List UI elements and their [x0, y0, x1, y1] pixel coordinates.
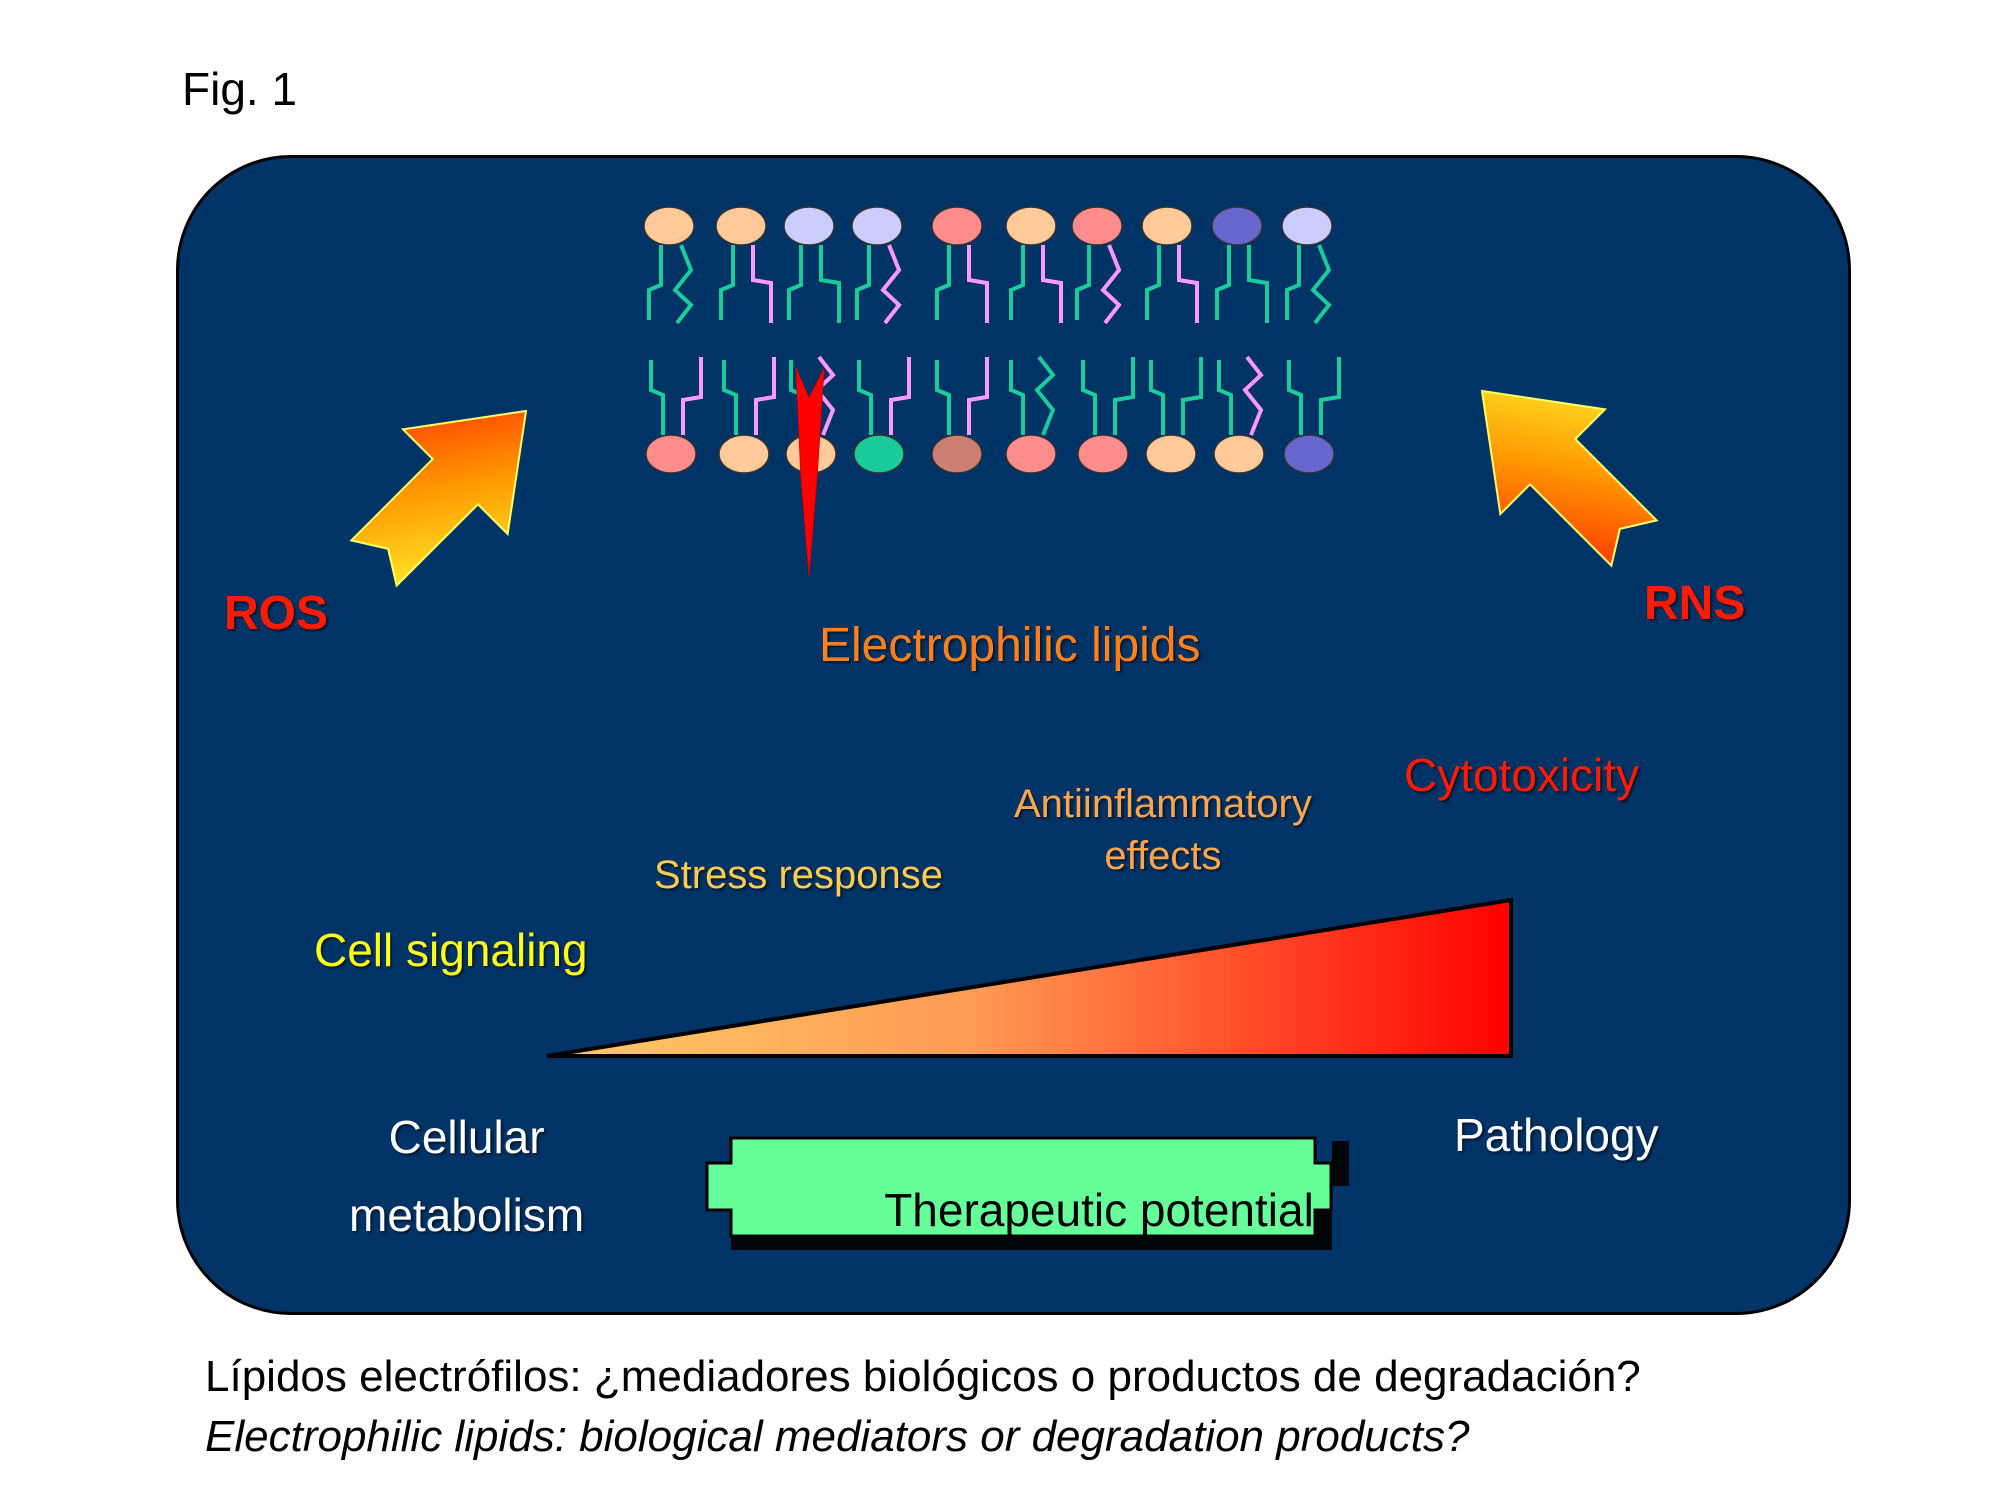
lipid-head-top — [1141, 206, 1193, 246]
lipid-tail — [1242, 355, 1264, 436]
diagram-graphics — [349, 206, 1659, 1250]
ros-arrow — [349, 409, 528, 588]
lipid-tail — [1009, 245, 1025, 320]
lipid-tail — [1217, 360, 1233, 435]
lipid-tail — [1215, 245, 1231, 320]
lipid-head-bottom — [1283, 434, 1335, 474]
pathology-label: Pathology — [1454, 1109, 1659, 1161]
lipid-head-top — [1281, 206, 1333, 246]
lipid-head-bottom — [1213, 434, 1265, 474]
lipid-tail — [880, 244, 902, 325]
intensity-wedge-fill — [546, 897, 1513, 1058]
rns-arrow — [1480, 389, 1659, 568]
lipid-tail — [1113, 357, 1135, 435]
cell-signaling-label: Cell signaling — [314, 924, 588, 976]
electrophilic-spike — [795, 367, 825, 577]
lipid-head-bottom — [1077, 434, 1129, 474]
lipid-head-bottom — [1145, 434, 1197, 474]
lipid-tail — [935, 360, 951, 435]
lipid-head-top — [643, 206, 695, 246]
lipid-tail — [935, 245, 951, 320]
lipid-tail — [1181, 357, 1203, 435]
lipid-head-bottom — [931, 434, 983, 474]
lipid-heads-bottom — [645, 434, 1335, 474]
lipid-tail — [889, 357, 911, 435]
lipid-tail — [1009, 360, 1025, 435]
lipid-tail — [1310, 244, 1332, 325]
cellular-metabolism-label: Cellular metabolism — [349, 1098, 584, 1254]
lipid-head-top — [1211, 206, 1263, 246]
lipid-tail — [819, 245, 841, 323]
lipid-tail — [722, 360, 738, 435]
lipid-head-top — [851, 206, 903, 246]
caption-english: Electrophilic lipids: biological mediato… — [205, 1412, 1470, 1461]
cellular-metabolism-line2: metabolism — [349, 1189, 585, 1241]
antiinflammatory-line1: Antiinflammatory — [1014, 782, 1312, 826]
lipid-tail — [967, 357, 989, 435]
lipid-tail — [1287, 360, 1303, 435]
lipid-tail — [1041, 245, 1063, 323]
lipid-head-top — [931, 206, 983, 246]
electrophilic-lipids-label: Electrophilic lipids — [819, 619, 1201, 672]
lipid-tail — [1081, 360, 1097, 435]
figure-label: Fig. 1 — [182, 63, 298, 115]
lipid-tail — [681, 357, 703, 435]
lipid-head-bottom — [853, 434, 905, 474]
lipid-tail — [1034, 355, 1056, 436]
lipid-head-top — [1071, 206, 1123, 246]
lipid-tail — [1149, 360, 1165, 435]
lipid-head-top — [715, 206, 767, 246]
lipid-tail — [787, 245, 803, 320]
lipid-tail — [754, 357, 776, 435]
antiinflammatory-line2: effects — [1104, 834, 1222, 878]
lipid-tail — [751, 245, 773, 323]
lipid-tail — [672, 244, 694, 325]
lipid-heads-top — [643, 206, 1333, 246]
lipid-tail — [1247, 245, 1269, 323]
lipid-tail — [967, 245, 989, 323]
therapeutic-box-fill[interactable] — [705, 1136, 1333, 1238]
ros-label: ROS — [224, 587, 329, 640]
lipid-tail — [719, 245, 735, 320]
cellular-metabolism-line1: Cellular — [388, 1111, 545, 1163]
lipid-tail — [855, 245, 871, 320]
diagram-panel: ROS RNS Electrophilic lipids Cytotoxicit… — [176, 155, 1851, 1315]
lipid-head-top — [783, 206, 835, 246]
antiinflammatory-label: Antiinflammatory effects — [1014, 778, 1312, 882]
lipid-head-bottom — [718, 434, 770, 474]
lipid-tail — [1319, 357, 1341, 435]
lipid-tail — [647, 245, 663, 320]
rns-label: RNS — [1644, 577, 1746, 630]
lipid-head-top — [1005, 206, 1057, 246]
lipid-tail — [649, 360, 665, 435]
cytotoxicity-label: Cytotoxicity — [1404, 749, 1640, 801]
lipid-tails — [647, 244, 1341, 436]
lipid-tail — [1177, 245, 1199, 323]
lipid-tail — [1100, 244, 1122, 325]
lipid-tail — [1075, 245, 1091, 320]
lipid-tail — [1145, 245, 1161, 320]
lipid-tail — [857, 360, 873, 435]
therapeutic-potential-label: Therapeutic potential — [884, 1184, 1314, 1236]
lipid-tail — [1285, 245, 1301, 320]
caption-spanish: Lípidos electrófilos: ¿mediadores biológ… — [205, 1352, 1641, 1401]
lipid-head-bottom — [645, 434, 697, 474]
stress-response-label: Stress response — [654, 853, 944, 897]
lipid-head-bottom — [1005, 434, 1057, 474]
lipid-bilayer — [643, 206, 1341, 474]
